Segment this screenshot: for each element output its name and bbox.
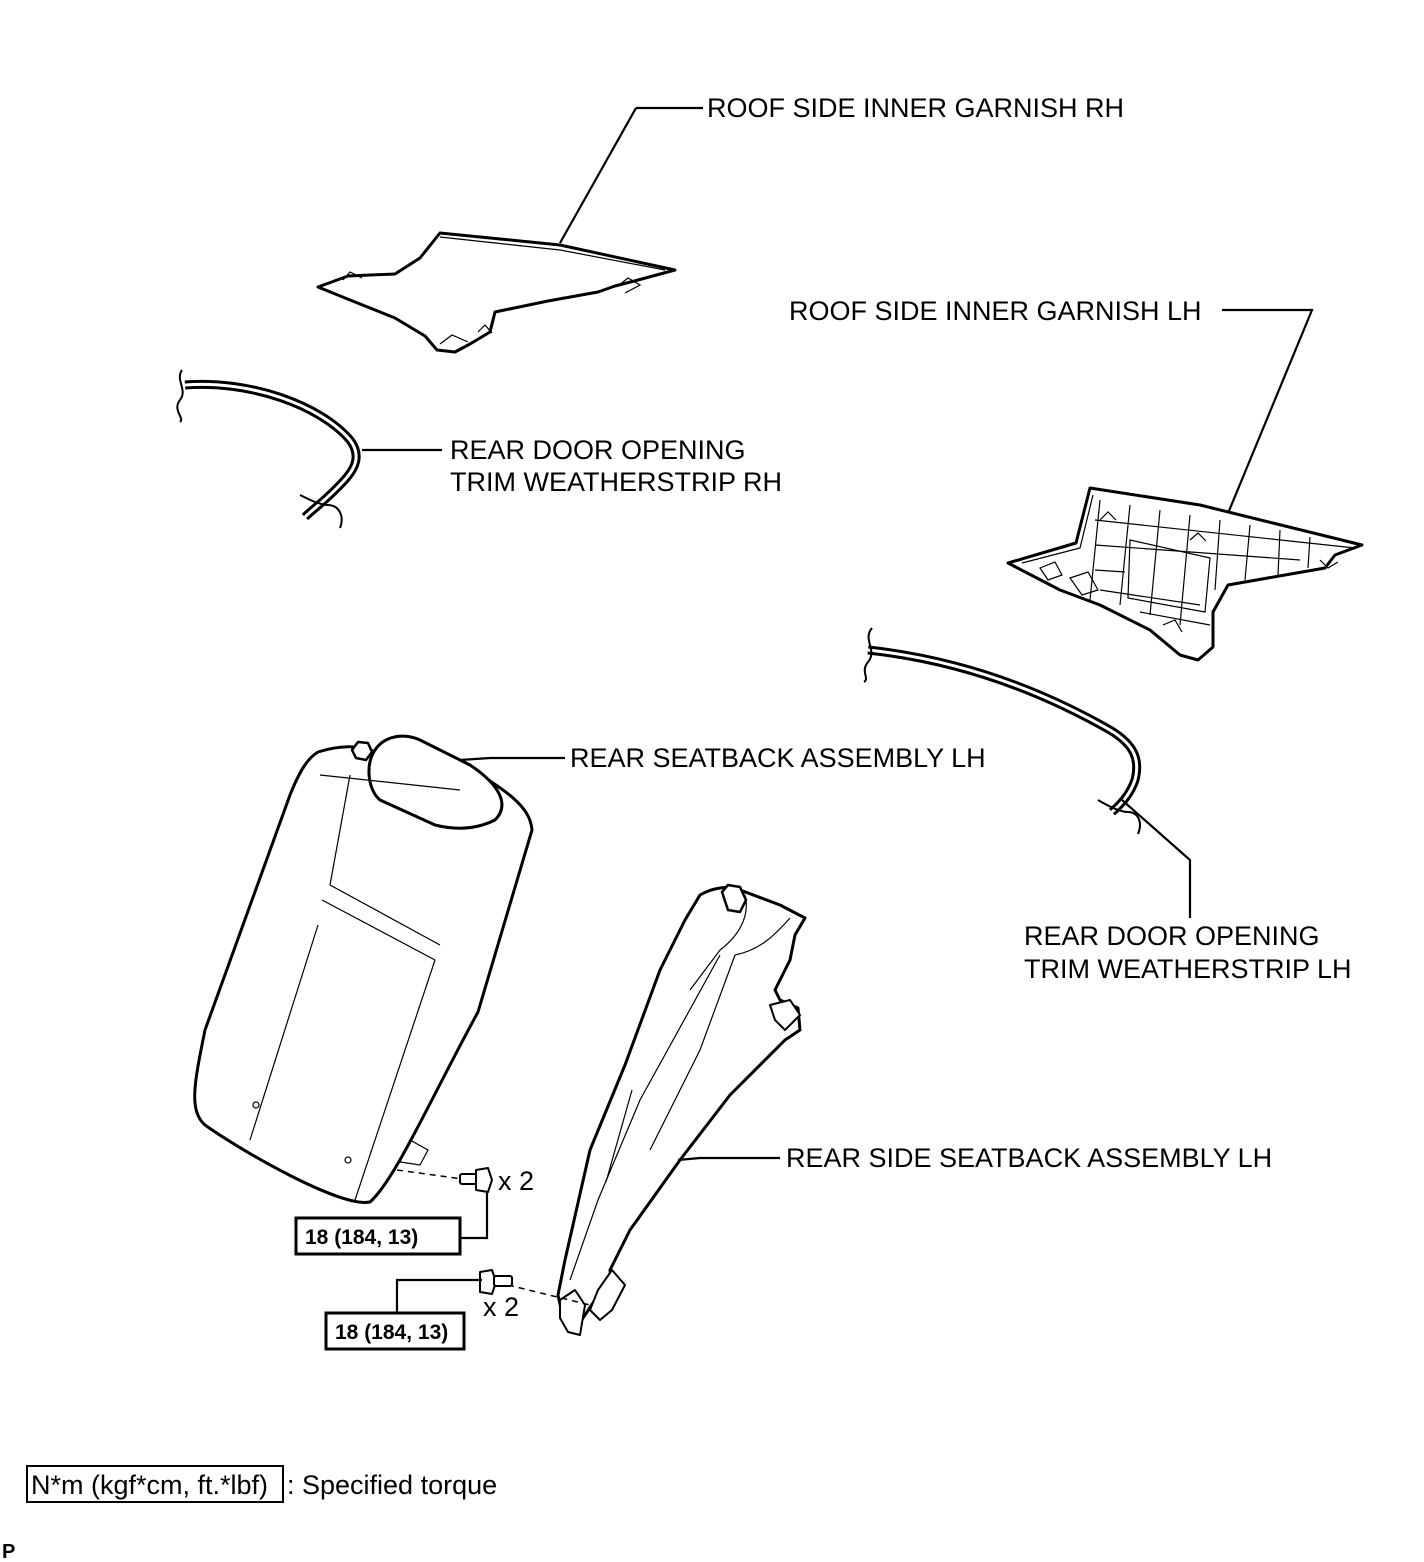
lower-torque-leader <box>395 1278 482 1313</box>
upper-torque-leader <box>460 1192 489 1240</box>
roof-garnish-rh-label: ROOF SIDE INNER GARNISH RH <box>707 93 1124 123</box>
rear-side-seatback-assembly-lh <box>556 883 807 1336</box>
lower-bolt-dash-line <box>507 1284 591 1306</box>
rear-door-opening-trim-weatherstrip-lh <box>863 627 1142 835</box>
weatherstrip-rh-label-line2: TRIM WEATHERSTRIP RH <box>450 467 782 497</box>
legend-description: : Specified torque <box>287 1470 497 1500</box>
rear-seatback-lh-label: REAR SEATBACK ASSEMBLY LH <box>570 743 986 773</box>
lower-torque-value: 18 (184, 13) <box>335 1321 448 1344</box>
roof-side-inner-garnish-rh <box>316 231 677 354</box>
roof-side-inner-garnish-lh <box>1006 486 1364 662</box>
weatherstrip-lh-label-line1: REAR DOOR OPENING <box>1024 921 1320 951</box>
rear-seatback-lh-leader <box>459 756 565 762</box>
roof-garnish-lh-leader <box>1222 308 1314 524</box>
lower-torque-box <box>324 1311 466 1351</box>
weatherstrip-lh-label-line2: TRIM WEATHERSTRIP LH <box>1024 954 1352 984</box>
upper-torque-value: 18 (184, 13) <box>305 1226 418 1249</box>
rear-side-seatback-lh-label: REAR SIDE SEATBACK ASSEMBLY LH <box>786 1143 1272 1173</box>
rear-door-opening-trim-weatherstrip-rh <box>176 369 361 529</box>
weatherstrip-rh-label-line1: REAR DOOR OPENING <box>450 435 746 465</box>
legend-unit-text: N*m (kgf*cm, ft.*lbf) <box>31 1470 268 1500</box>
roof-garnish-lh-label: ROOF SIDE INNER GARNISH LH <box>789 296 1202 326</box>
weatherstrip-lh-leader <box>1121 799 1192 918</box>
bolt-icon <box>459 1167 493 1193</box>
upper-bolt-dash-line <box>396 1169 471 1181</box>
bolt-icon <box>479 1269 513 1295</box>
upper-torque-box <box>294 1216 462 1256</box>
rear-side-seatback-lh-leader <box>677 1156 780 1162</box>
corner-mark: P <box>2 1541 15 1562</box>
roof-garnish-rh-leader <box>559 107 637 244</box>
upper-bolt-quantity: x 2 <box>498 1166 534 1196</box>
rear-seatback-assembly-lh <box>193 734 534 1204</box>
lower-bolt-quantity: x 2 <box>483 1292 519 1322</box>
legend-unit-box <box>26 1465 284 1503</box>
